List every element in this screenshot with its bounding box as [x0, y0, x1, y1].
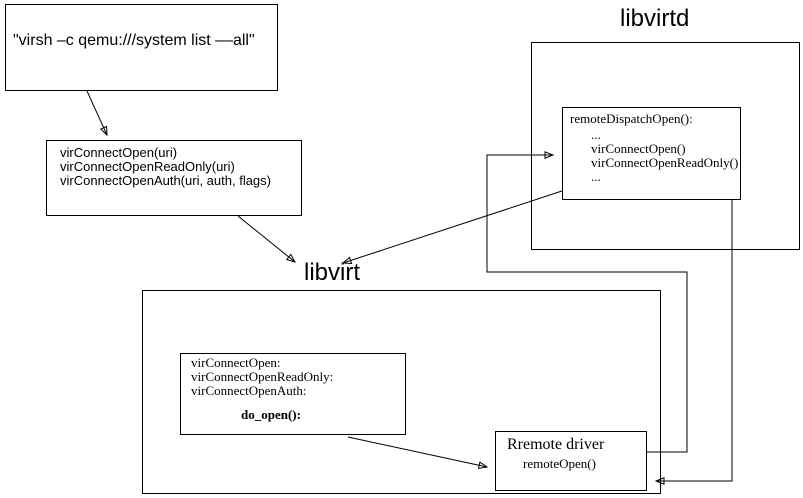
dispatch-line-ellipsis-bottom: ... — [591, 169, 601, 184]
libvirt-entry-points-box: virConnectOpen: virConnectOpenReadOnly: … — [180, 353, 406, 435]
remote-driver-title: Rremote driver — [507, 436, 605, 453]
public-api-box: virConnectOpen(uri) virConnectOpenReadOn… — [46, 140, 302, 216]
remote-driver-box: Rremote driver remoteOpen() — [495, 431, 647, 491]
dispatch-line-ellipsis-top: ... — [591, 127, 601, 142]
remote-dispatch-open-box: remoteDispatchOpen(): ... virConnectOpen… — [562, 107, 741, 200]
api-line-virconnectopen: virConnectOpen(uri) — [60, 145, 178, 160]
remote-dispatch-open-body: ... virConnectOpen() virConnectOpenReadO… — [591, 128, 738, 184]
arrow-virsh-to-api — [86, 90, 107, 135]
remote-open-call: remoteOpen() — [523, 456, 596, 471]
public-api-lines: virConnectOpen(uri) virConnectOpenReadOn… — [60, 146, 271, 188]
entry-line-virconnectopenreadonly: virConnectOpenReadOnly: — [191, 369, 334, 384]
do-open-call: do_open(): — [241, 407, 301, 422]
api-line-virconnectopenauth: virConnectOpenAuth(uri, auth, flags) — [60, 173, 271, 188]
remote-dispatch-open-header: remoteDispatchOpen(): — [570, 111, 693, 126]
virsh-command-box: "virsh –c qemu:///system list ––all" — [5, 4, 278, 91]
api-line-virconnectopenreadonly: virConnectOpenReadOnly(uri) — [60, 159, 235, 174]
dispatch-line-virconnectopenreadonly: virConnectOpenReadOnly() — [591, 155, 739, 170]
libvirt-entry-lines: virConnectOpen: virConnectOpenReadOnly: … — [191, 356, 333, 398]
virsh-command-text: "virsh –c qemu:///system list ––all" — [13, 32, 255, 49]
libvirt-title: libvirt — [304, 259, 361, 286]
arrow-api-to-libvirt — [237, 215, 295, 262]
arrow-dispatch-to-libvirt — [343, 190, 563, 263]
entry-line-virconnectopenauth: virConnectOpenAuth: — [191, 383, 307, 398]
dispatch-line-virconnectopen: virConnectOpen() — [591, 141, 686, 156]
libvirtd-title: libvirtd — [620, 5, 690, 32]
entry-line-virconnectopen: virConnectOpen: — [191, 355, 281, 370]
